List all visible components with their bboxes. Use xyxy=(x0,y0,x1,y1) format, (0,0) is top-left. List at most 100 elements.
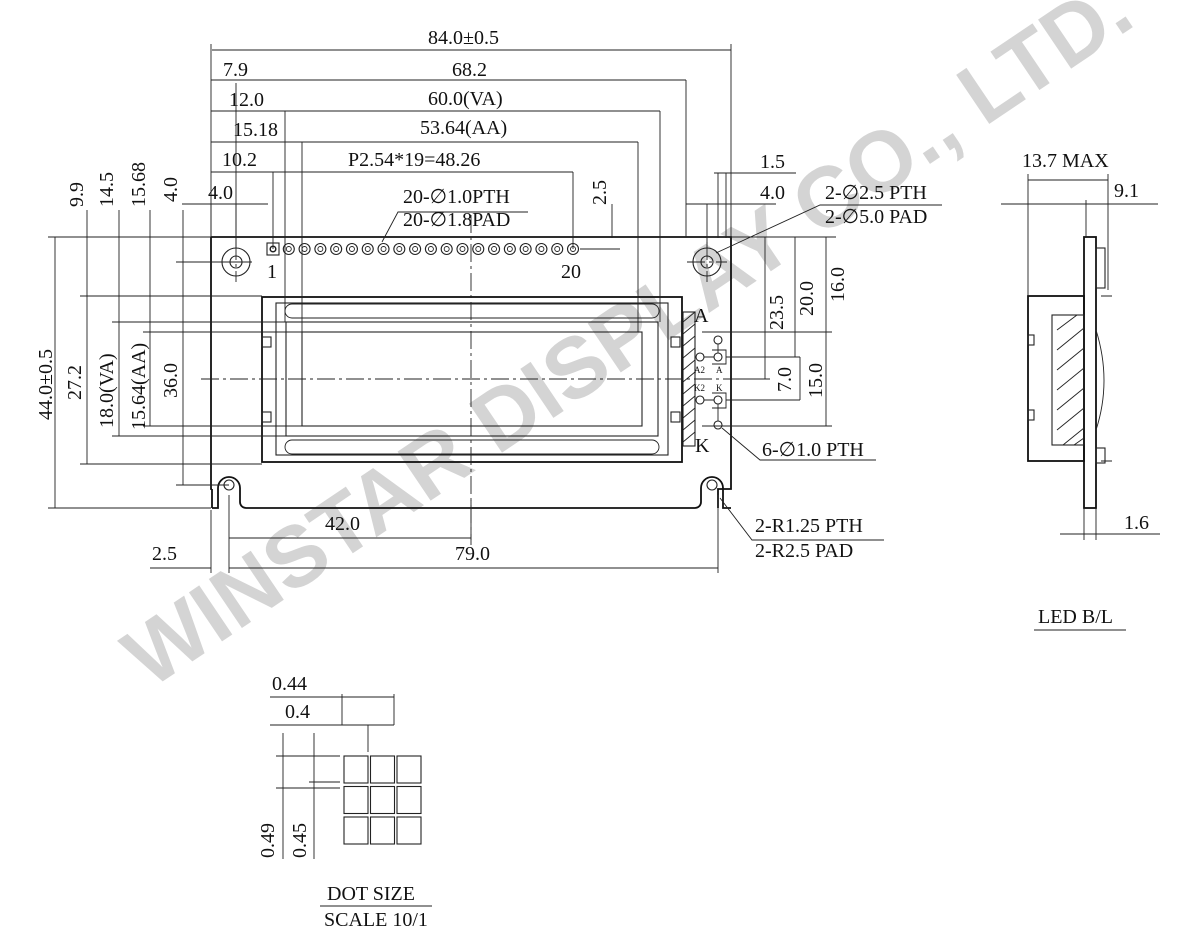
dim-right-1: 23.5 xyxy=(766,295,788,330)
front-view: A2 A K2 K A K 1 20 84.0±0.5 7.9 68.2 12.… xyxy=(35,27,942,573)
led-label-k: K xyxy=(716,383,723,393)
pin-pad xyxy=(409,242,422,256)
pin-pad xyxy=(440,242,453,256)
dim-right-2: 20.0 xyxy=(796,281,818,316)
note-mount-pth: 2-∅2.5 PTH xyxy=(825,182,927,204)
note-pin-pth: 20-∅1.0PTH xyxy=(403,186,510,208)
dim-dot-pitch-h: 0.49 xyxy=(257,823,279,858)
pin-pad xyxy=(456,242,469,256)
led-cathode-label: K xyxy=(695,435,710,457)
dim-to-hole-height: 4.0 xyxy=(160,177,182,202)
note-led-pth: 6-∅1.0 PTH xyxy=(762,439,864,461)
pin-pad xyxy=(345,242,359,256)
pin-pad xyxy=(519,242,532,256)
pin-hole xyxy=(491,246,498,252)
dot-cell xyxy=(343,785,369,815)
dim-slot-pitch: 79.0 xyxy=(455,543,490,565)
dot-cell xyxy=(396,785,422,815)
pin-hole xyxy=(522,246,529,252)
dim-aa-width: 53.64(AA) xyxy=(420,117,507,139)
pin-hole xyxy=(427,246,434,252)
dim-pin-span: P2.54*19=48.26 xyxy=(348,149,480,171)
pin-pad xyxy=(551,242,564,256)
note-mount-pad: 2-∅5.0 PAD xyxy=(825,206,927,228)
dot-cell xyxy=(369,816,396,845)
led-anode-label: A xyxy=(694,305,709,327)
dim-overall-height: 44.0±0.5 xyxy=(35,349,57,420)
pin-pad xyxy=(488,242,501,256)
dot-caption: DOT SIZE xyxy=(327,883,415,905)
dim-half-width: 42.0 xyxy=(325,513,360,535)
dim-max-thickness: 13.7 MAX xyxy=(1022,150,1109,172)
pin-hole xyxy=(412,246,419,252)
pin-hole xyxy=(475,246,482,252)
dim-mount-hole-right: 4.0 xyxy=(760,182,785,204)
pin-pad xyxy=(535,242,548,256)
dim-pin-row-offset: 2.5 xyxy=(589,180,611,205)
pin-pad xyxy=(330,242,343,256)
dot-detail: 0.44 0.4 0.49 0.45 DOT SIZE SCALE 10/1 xyxy=(257,673,432,931)
dim-to-mount: 7.9 xyxy=(223,59,248,81)
dot-cell xyxy=(396,755,422,784)
side-view: 13.7 MAX 9.1 1.6 LED B/L xyxy=(1001,150,1160,631)
led-label-a: A xyxy=(716,365,723,375)
pin-hole xyxy=(364,246,371,252)
dot-cell xyxy=(369,755,396,784)
side-view-caption: LED B/L xyxy=(1038,606,1113,628)
dot-cell xyxy=(343,816,369,845)
dim-mount-pitch: 68.2 xyxy=(452,59,487,81)
pin-hole xyxy=(459,246,466,252)
dim-dot-h: 0.45 xyxy=(289,823,311,858)
dim-mount-hole-left: 4.0 xyxy=(208,182,233,204)
dim-right-3: 16.0 xyxy=(827,267,849,302)
note-slot-pad: 2-R2.5 PAD xyxy=(755,540,853,562)
dot-grid xyxy=(343,755,422,845)
pin-1-label: 1 xyxy=(267,261,277,283)
pin-hole xyxy=(506,246,513,252)
dim-to-pin1: 10.2 xyxy=(222,149,257,171)
dim-dot-w: 0.4 xyxy=(285,701,310,723)
pin-pad xyxy=(393,242,406,256)
dim-aa-height: 15.64(AA) xyxy=(128,343,150,430)
pin-pad xyxy=(424,242,437,256)
pin-pad xyxy=(361,242,374,256)
pin-hole xyxy=(349,246,355,252)
dot-cell xyxy=(396,816,422,845)
led-label-a2: A2 xyxy=(694,365,705,375)
pin-hole xyxy=(333,246,340,252)
pin-hole xyxy=(443,246,450,252)
dim-edge: 2.5 xyxy=(152,543,177,565)
dim-right-4: 7.0 xyxy=(774,367,796,392)
note-pin-pad: 20-∅1.8PAD xyxy=(403,209,510,231)
pin-hole xyxy=(317,246,324,252)
dim-overall-width: 84.0±0.5 xyxy=(428,27,499,49)
pin-pad xyxy=(377,242,390,256)
pin-hole xyxy=(380,246,387,252)
pin-pad xyxy=(298,242,311,256)
dim-right-5: 15.0 xyxy=(805,363,827,398)
dim-mount-pitch-height: 36.0 xyxy=(160,363,182,398)
pin-hole xyxy=(285,246,292,252)
pin-pad xyxy=(314,242,327,256)
pin-pad xyxy=(503,242,516,256)
dim-pcb-thickness: 1.6 xyxy=(1124,512,1149,534)
dim-to-aa-height: 15.68 xyxy=(128,162,150,207)
dim-va-width: 60.0(VA) xyxy=(428,88,503,110)
dim-va-height: 18.0(VA) xyxy=(96,353,118,428)
dot-cell xyxy=(369,785,396,815)
pin-hole xyxy=(396,246,403,252)
pin-hole xyxy=(538,246,545,252)
pin-header xyxy=(266,242,580,256)
dim-to-va: 12.0 xyxy=(229,89,264,111)
dim-to-va-height: 14.5 xyxy=(96,172,118,207)
dim-dot-pitch-w: 0.44 xyxy=(272,673,307,695)
dim-led-offset: 1.5 xyxy=(760,151,785,173)
dot-scale: SCALE 10/1 xyxy=(324,909,428,931)
note-slot-pth: 2-R1.25 PTH xyxy=(755,515,863,537)
led-label-k2: K2 xyxy=(694,383,705,393)
dim-module-depth: 9.1 xyxy=(1114,180,1139,202)
dim-to-aa: 15.18 xyxy=(233,119,278,141)
dim-bezel-height: 27.2 xyxy=(64,365,86,400)
pin-pad xyxy=(282,242,295,256)
